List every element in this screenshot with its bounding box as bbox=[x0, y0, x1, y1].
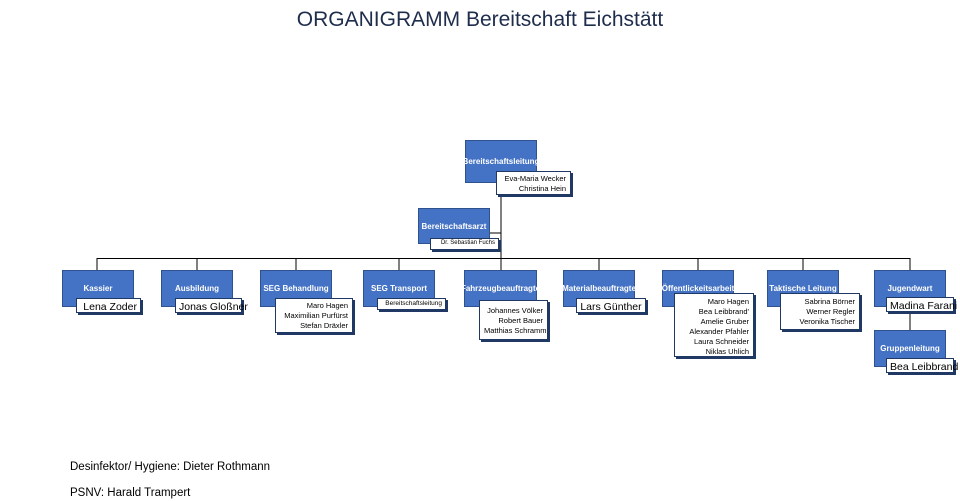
role-label: Ausbildung bbox=[175, 284, 219, 293]
person-name: Alexander Pfahler bbox=[689, 327, 749, 336]
names-box-ausbildung: Jonas Gloßner bbox=[175, 298, 248, 313]
person-name: Amelie Gruber bbox=[700, 317, 749, 326]
person-name: Bea Leibbrand' bbox=[698, 307, 749, 316]
page-title: ORGANIGRAMM Bereitschaft Eichstätt bbox=[296, 8, 664, 31]
person-name: Laura Schneider bbox=[693, 337, 749, 346]
person-name: Dr. Sebastian Fuchs bbox=[440, 240, 495, 246]
person-name: Johannes Völker bbox=[487, 306, 543, 315]
names-box-bereitschaftsleitung: Eva-Maria Wecker Christina Hein bbox=[496, 171, 571, 195]
person-name: Matthias Schramm bbox=[484, 326, 547, 335]
person-name: Jonas Gloßner bbox=[179, 301, 248, 313]
role-label: Jugendwart bbox=[887, 284, 933, 293]
person-name: Maximilian Purfürst bbox=[284, 311, 348, 320]
names-box-gruppenleitung: Bea Leibbrand bbox=[886, 358, 959, 373]
role-label: SEG Transport bbox=[370, 284, 427, 293]
names-box-seg-transport: Bereitschaftsleitung bbox=[377, 298, 446, 310]
person-name: Maro Hagen bbox=[707, 297, 749, 306]
person-name: Christina Hein bbox=[518, 184, 566, 193]
person-name: Robert Bauer bbox=[498, 316, 543, 325]
names-box-oeffentlichkeitsarbeit: Maro Hagen Bea Leibbrand' Amelie Gruber … bbox=[674, 293, 754, 357]
person-name: Stefan Dräxler bbox=[300, 321, 348, 330]
role-label: Gruppenleitung bbox=[880, 344, 940, 353]
person-name: Veronika Tischer bbox=[799, 317, 855, 326]
names-box-materialbeauftragte: Lars Günther bbox=[576, 298, 646, 313]
role-label: SEG Behandlung bbox=[263, 284, 329, 293]
person-name: Niklas Uhlich bbox=[705, 347, 749, 356]
person-name: Maro Hagen bbox=[306, 301, 348, 310]
person-name: Sabrina Börner bbox=[804, 297, 855, 306]
person-name: Lars Günther bbox=[580, 301, 642, 313]
person-name: Lena Zoder bbox=[83, 301, 137, 313]
person-name: Bereitschaftsleitung bbox=[385, 300, 442, 307]
person-name: Madina Farani bbox=[890, 300, 958, 312]
role-label: Kassier bbox=[83, 284, 113, 293]
desinfektor-note: Desinfektor/ Hygiene: Dieter Rothmann bbox=[70, 461, 271, 473]
role-label: Bereitschaftsarzt bbox=[421, 221, 487, 231]
person-name: Bea Leibbrand bbox=[890, 361, 959, 373]
person-name: Werner Regler bbox=[806, 307, 855, 316]
role-label: Fahrzeugbeauftragte bbox=[460, 284, 541, 293]
names-box-seg-behandlung: Maro Hagen Maximilian Purfürst Stefan Dr… bbox=[275, 298, 353, 333]
psnv-note: PSNV: Harald Trampert bbox=[70, 487, 191, 499]
role-label: Taktische Leitung bbox=[769, 284, 837, 293]
role-label: Bereitschaftsleitung bbox=[462, 157, 540, 166]
names-box-kassier: Lena Zoder bbox=[76, 298, 141, 313]
names-box-bereitschaftsarzt: Dr. Sebastian Fuchs bbox=[430, 238, 499, 250]
names-box-fahrzeugbeauftragte: Johannes Völker Robert Bauer Matthias Sc… bbox=[479, 300, 548, 340]
role-label: Materialbeauftragte bbox=[562, 284, 636, 293]
person-name: Eva-Maria Wecker bbox=[504, 174, 566, 183]
names-box-jugendwart: Madina Farani bbox=[886, 297, 958, 312]
role-label: Öffentlickeitsarbeit bbox=[661, 284, 735, 293]
names-box-taktische-leitung: Sabrina Börner Werner Regler Veronika Ti… bbox=[780, 293, 860, 330]
